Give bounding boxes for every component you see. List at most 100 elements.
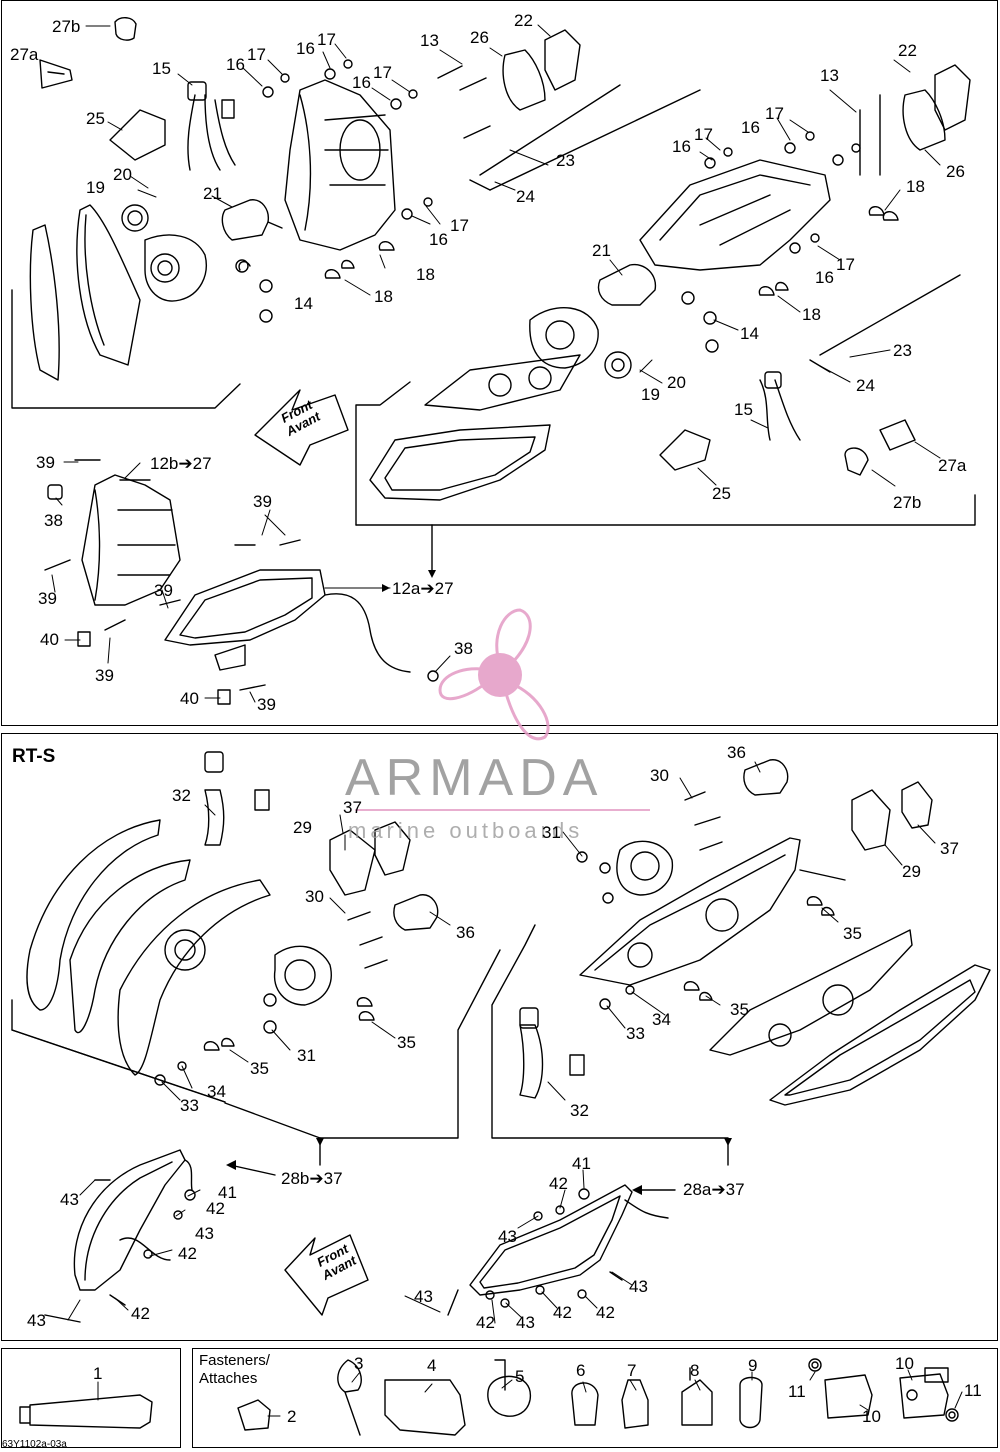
callout: 28a➔37	[683, 1180, 745, 1199]
callout: 43	[498, 1227, 517, 1246]
sealant-tube	[19, 1394, 153, 1429]
callout: 31	[297, 1046, 316, 1065]
callout: 22	[514, 11, 533, 30]
callout: 39	[36, 453, 55, 472]
sealant-panel	[1, 1348, 181, 1448]
assembly-28a	[447, 1184, 676, 1316]
callout: 43	[60, 1190, 79, 1209]
callout: 41	[218, 1183, 237, 1202]
callout: 14	[740, 324, 759, 343]
callout: 30	[650, 766, 669, 785]
right-headlamp-assembly	[369, 64, 971, 501]
callout: 35	[397, 1033, 416, 1052]
callout: 16	[226, 55, 245, 74]
callout: 36	[727, 743, 746, 762]
callout: 38	[44, 511, 63, 530]
callout: 27a	[938, 456, 967, 475]
callout: 20	[113, 165, 132, 184]
bracket-left-group	[11, 289, 241, 409]
callout: 37	[940, 839, 959, 858]
callout: 18	[416, 265, 435, 284]
callout: 26	[470, 28, 489, 47]
callout: 1	[93, 1364, 103, 1383]
callout: 19	[641, 385, 660, 404]
callout: 39	[95, 666, 114, 685]
callout: 33	[180, 1096, 199, 1115]
fasteners-label: Fasteners/ Attaches	[199, 1352, 270, 1388]
propeller-blade-icon	[438, 667, 492, 701]
callout: 39	[257, 695, 276, 714]
bracket-right-bottom	[355, 494, 976, 526]
callout: 30	[305, 887, 324, 906]
callout: 43	[27, 1311, 46, 1330]
callout: 42	[206, 1199, 225, 1218]
assembly-12a	[159, 539, 439, 705]
callout: 17	[765, 104, 784, 123]
leader-lines	[51, 24, 963, 1417]
front-arrow-bottom	[284, 1234, 369, 1316]
drawing-code: 63Y1102a-03a	[2, 1439, 67, 1450]
watermark-title: ARMADA	[345, 749, 604, 807]
callout: 17	[694, 125, 713, 144]
callout: 33	[626, 1024, 645, 1043]
callout: 37	[343, 798, 362, 817]
fastener-parts	[237, 1358, 959, 1436]
callout: 42	[596, 1303, 615, 1322]
callout: 32	[172, 786, 191, 805]
callout: 10	[862, 1407, 881, 1426]
callout: 43	[516, 1313, 535, 1332]
callout: 39	[38, 589, 57, 608]
callout: 3	[354, 1354, 364, 1373]
callout: 42	[131, 1304, 150, 1323]
callout: 39	[253, 492, 272, 511]
callout: 29	[902, 862, 921, 881]
callout: 24	[516, 187, 535, 206]
callout: 15	[734, 400, 753, 419]
callout: 27b	[893, 493, 922, 512]
front-arrow-top	[254, 389, 349, 466]
top-panel	[1, 0, 998, 726]
callout: 27a	[10, 45, 39, 64]
callout: 41	[572, 1154, 591, 1173]
callout: 18	[802, 305, 821, 324]
callout: 12a➔27	[392, 579, 454, 598]
callout: 8	[690, 1361, 700, 1380]
callout: 16	[815, 268, 834, 287]
callout: 43	[629, 1277, 648, 1296]
callout: 17	[836, 255, 855, 274]
callout: 17	[247, 45, 266, 64]
callout: 42	[476, 1313, 495, 1332]
callout: 24	[856, 376, 875, 395]
callout: 7	[627, 1361, 637, 1380]
callout: 18	[374, 287, 393, 306]
bracket-right-group	[355, 381, 411, 526]
callout: 28b➔37	[281, 1169, 343, 1188]
callout: 19	[86, 178, 105, 197]
callout: 21	[203, 184, 222, 203]
callout: 15	[152, 59, 171, 78]
callout: 5	[515, 1367, 525, 1386]
rts-left-group	[11, 751, 501, 1166]
propeller-blade-icon	[495, 608, 532, 667]
callout: 25	[712, 484, 731, 503]
callout: 13	[820, 66, 839, 85]
callout: 39	[154, 581, 173, 600]
callout: 26	[946, 162, 965, 181]
callout: 31	[542, 823, 561, 842]
assembly-12b	[44, 459, 181, 647]
callout: 12b➔27	[150, 454, 212, 473]
callout: 2	[287, 1407, 297, 1426]
callout: 43	[195, 1224, 214, 1243]
callout: 23	[556, 151, 575, 170]
callout: 4	[427, 1356, 437, 1375]
callout: 42	[178, 1244, 197, 1263]
left-headlamp-assembly	[29, 17, 396, 381]
callout: 16	[296, 39, 315, 58]
callout: 38	[454, 639, 473, 658]
callout: 17	[450, 216, 469, 235]
callout: 22	[898, 41, 917, 60]
callout: 17	[317, 30, 336, 49]
callout: 42	[553, 1303, 572, 1322]
